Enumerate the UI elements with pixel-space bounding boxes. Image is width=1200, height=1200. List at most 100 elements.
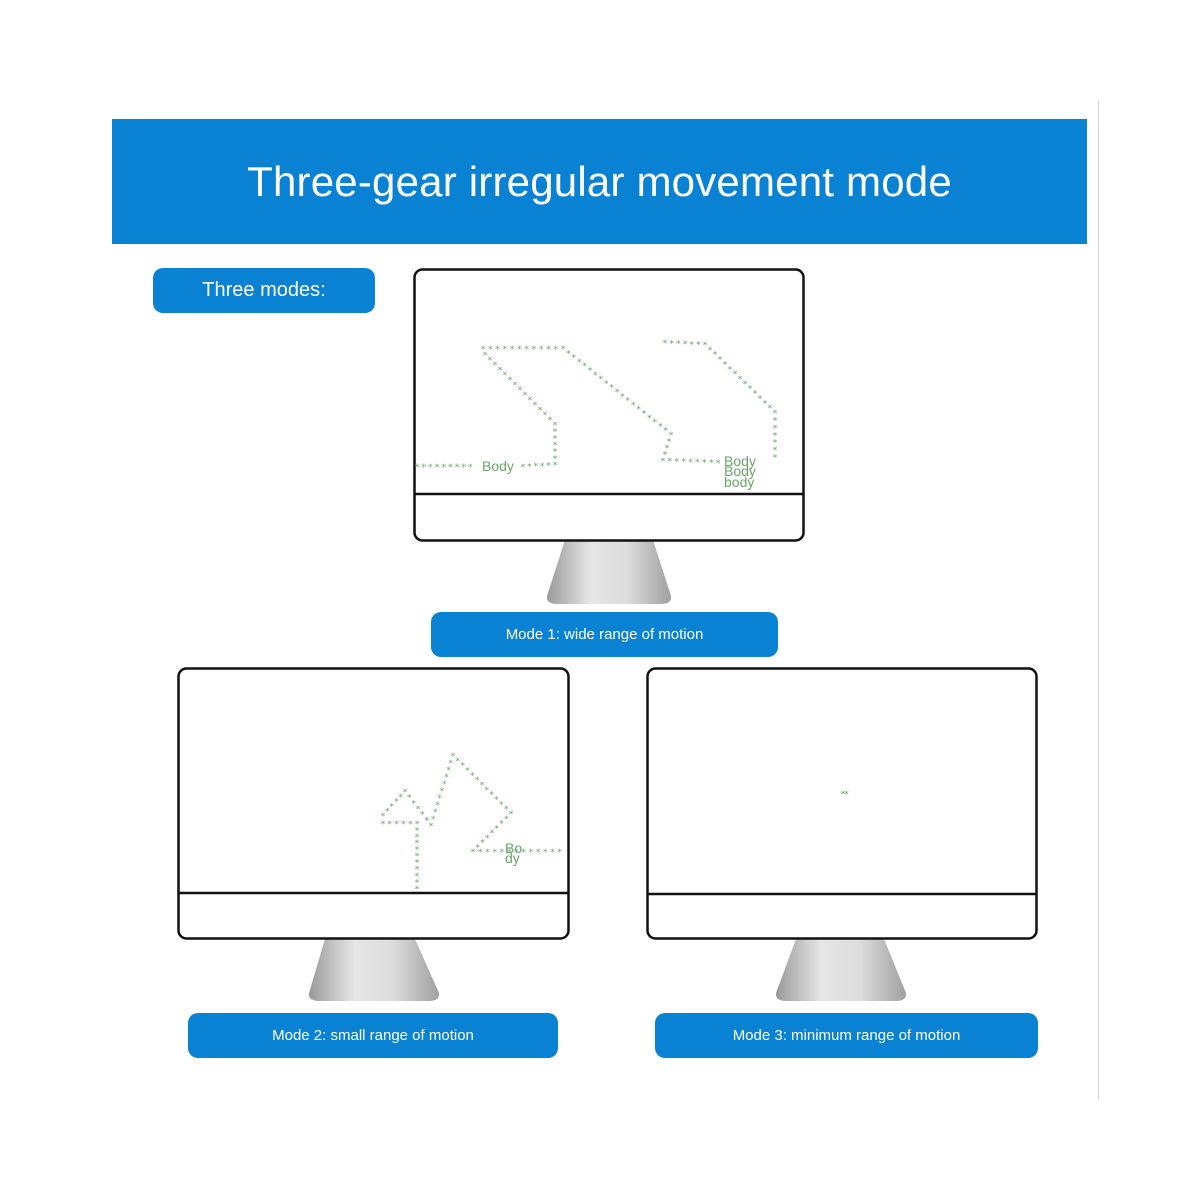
cursor-trail-icon: *: [703, 341, 708, 351]
cursor-trail-icon: *: [421, 463, 426, 473]
cursor-trail-icon: *: [543, 848, 548, 858]
cursor-trail-icon: *: [661, 457, 666, 467]
screen-label-mode-1-b: Body: [724, 453, 756, 469]
cursor-trail-icon: *: [536, 848, 541, 858]
cursor-trail-icon: *: [773, 409, 778, 419]
monitor-mode-3: **: [646, 667, 1038, 1005]
cursor-trail-icon: *: [475, 776, 480, 786]
cursor-trail-icon: *: [539, 345, 544, 355]
cursor-trail-icon: *: [388, 820, 393, 830]
cursor-trail-icon: *: [381, 820, 386, 830]
cursor-trail-icon: *: [428, 463, 433, 473]
cursor-trail-icon: *: [534, 462, 539, 472]
cursor-trail-icon: *: [442, 780, 447, 790]
cursor-trail-icon: *: [381, 812, 386, 822]
cursor-trail-icon: *: [546, 461, 551, 471]
cursor-trail-icon: *: [490, 829, 495, 839]
title-banner: Three-gear irregular movement mode: [112, 119, 1087, 244]
mode-1-caption: Mode 1: wide range of motion: [431, 612, 778, 657]
cursor-trail-icon: *: [483, 351, 488, 361]
cursor-trail-icon: *: [753, 390, 758, 400]
monitor-mode-1-graphic: ****************************************…: [413, 268, 805, 604]
cursor-trail-icon: *: [503, 345, 508, 355]
cursor-trail-icon: *: [689, 340, 694, 350]
cursor-trail-icon: *: [841, 790, 846, 800]
cursor-trail-icon: *: [509, 810, 514, 820]
cursor-trail-icon: *: [485, 834, 490, 844]
cursor-trail-icon: *: [748, 385, 753, 395]
cursor-trail-icon: *: [532, 345, 537, 355]
cursor-trail-icon: *: [844, 790, 849, 800]
screen-label-mode-1-a: Body: [482, 458, 514, 474]
monitor-stand-icon: [775, 939, 907, 1001]
cursor-trail-icon: *: [435, 463, 440, 473]
cursor-trail-mode-1: ****************************************…: [415, 339, 778, 473]
cursor-trail-icon: *: [773, 446, 778, 456]
cursor-trail-icon: *: [495, 345, 500, 355]
cursor-trail-icon: *: [546, 345, 551, 355]
cursor-trail-icon: *: [420, 811, 425, 821]
cursor-trail-icon: *: [481, 345, 486, 355]
cursor-trail-icon: *: [553, 441, 558, 451]
cursor-trail-icon: *: [709, 459, 714, 469]
cursor-trail-icon: *: [503, 371, 508, 381]
cursor-trail-icon: *: [415, 878, 420, 888]
monitor-stand-icon: [308, 939, 440, 1001]
cursor-trail-icon: *: [476, 843, 481, 853]
screen-label-mode-1-c: Body: [724, 463, 756, 479]
cursor-trail-icon: *: [518, 386, 523, 396]
cursor-trail-icon: *: [572, 354, 577, 364]
cursor-trail-icon: *: [510, 345, 515, 355]
cursor-trail-icon: *: [663, 427, 668, 437]
mode-2-caption: Mode 2: small range of motion: [188, 1013, 558, 1058]
cursor-trail-icon: *: [773, 431, 778, 441]
cursor-trail-icon: *: [499, 800, 504, 810]
cursor-trail-icon: *: [401, 820, 406, 830]
cursor-trail-icon: *: [517, 345, 522, 355]
cursor-trail-icon: *: [553, 434, 558, 444]
screen-label-mode-2-b: dy: [505, 850, 520, 866]
cursor-trail-icon: *: [411, 799, 416, 809]
cursor-trail-icon: *: [543, 411, 548, 421]
cursor-trail-icon: *: [553, 428, 558, 438]
cursor-trail-icon: *: [415, 852, 420, 862]
cursor-trail-icon: *: [738, 375, 743, 385]
monitor-mode-3-graphic: **: [646, 667, 1038, 1001]
cursor-trail-icon: *: [553, 454, 558, 464]
cursor-trail-mode-2: ****************************************…: [381, 752, 563, 895]
cursor-trail-icon: *: [713, 351, 718, 361]
page-title: Three-gear irregular movement mode: [247, 157, 952, 205]
screen-label-mode-2-a: Bo: [505, 840, 522, 856]
cursor-trail-icon: *: [538, 406, 543, 416]
cursor-trail-icon: *: [696, 341, 701, 351]
cursor-trail-icon: *: [433, 808, 438, 818]
cursor-trail-icon: *: [663, 339, 668, 349]
screen-label-mode-1-d: body: [724, 474, 754, 490]
cursor-trail-icon: *: [540, 462, 545, 472]
monitor-mode-1: ****************************************…: [413, 268, 805, 608]
cursor-trail-icon: *: [470, 771, 475, 781]
cursor-trail-icon: *: [773, 416, 778, 426]
cursor-trail-icon: *: [415, 872, 420, 882]
cursor-trail-icon: *: [683, 340, 688, 350]
cursor-trail-icon: *: [403, 788, 408, 798]
cursor-trail-icon: *: [415, 463, 420, 473]
cursor-trail-icon: *: [604, 379, 609, 389]
cursor-trail-icon: *: [773, 454, 778, 464]
cursor-trail-icon: *: [743, 380, 748, 390]
cursor-trail-icon: *: [435, 801, 440, 811]
cursor-trail-icon: *: [480, 781, 485, 791]
cursor-trail-icon: *: [647, 414, 652, 424]
cursor-trail-icon: *: [669, 431, 674, 441]
cursor-trail-icon: *: [438, 794, 443, 804]
cursor-trail-icon: *: [398, 793, 403, 803]
cursor-trail-icon: *: [676, 340, 681, 350]
cursor-trail-icon: *: [507, 848, 512, 858]
cursor-trail-icon: *: [448, 463, 453, 473]
cursor-trail-icon: *: [577, 358, 582, 368]
cursor-trail-icon: *: [553, 448, 558, 458]
cursor-trail-icon: *: [513, 381, 518, 391]
cursor-trail-icon: *: [533, 401, 538, 411]
cursor-trail-icon: *: [449, 759, 454, 769]
cursor-trail-icon: *: [415, 826, 420, 836]
